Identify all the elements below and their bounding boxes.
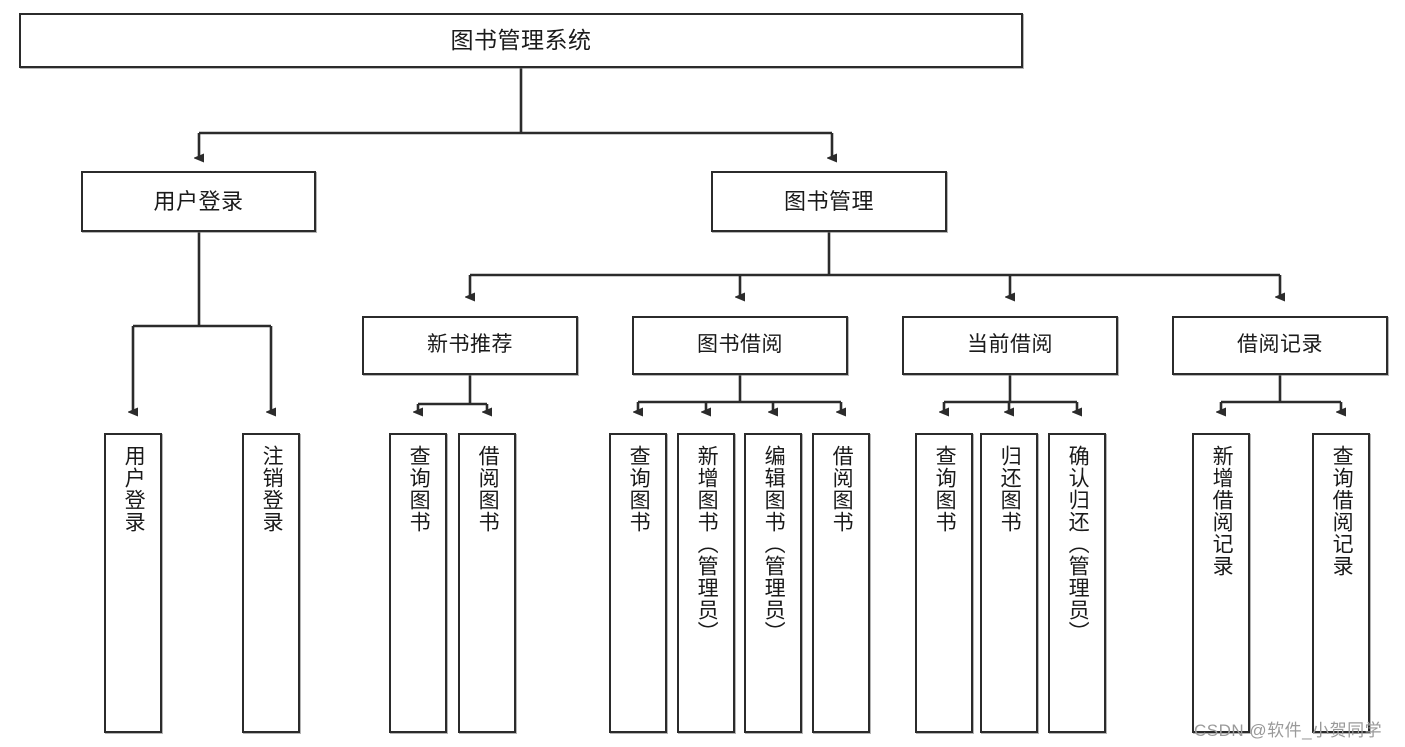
node-label: 图书管理系统 — [450, 27, 592, 54]
leaf-user-login[interactable]: 用户登录 — [104, 433, 162, 733]
leaf-confirm-return-admin[interactable]: 确认归还（管理员） — [1048, 433, 1106, 733]
leaf-add-borrow-record[interactable]: 新增借阅记录 — [1192, 433, 1250, 733]
node-borrow-record[interactable]: 借阅记录 — [1172, 316, 1388, 375]
node-label: 注销登录 — [260, 445, 284, 533]
leaf-return-book[interactable]: 归还图书 — [980, 433, 1038, 733]
node-label: 新增借阅记录 — [1210, 445, 1234, 577]
leaf-query-borrow-record[interactable]: 查询借阅记录 — [1312, 433, 1370, 733]
leaf-query-book-current[interactable]: 查询图书 — [915, 433, 973, 733]
leaf-edit-book-admin[interactable]: 编辑图书（管理员） — [744, 433, 802, 733]
node-label: 用户登录 — [153, 188, 244, 214]
node-label: 借阅记录 — [1237, 333, 1323, 357]
node-label: 查询借阅记录 — [1330, 445, 1354, 577]
watermark-text: CSDN @软件_小贺同学 — [1194, 721, 1383, 740]
node-new-book-recommend[interactable]: 新书推荐 — [362, 316, 578, 375]
node-current-borrow[interactable]: 当前借阅 — [902, 316, 1118, 375]
node-label: 图书借阅 — [697, 333, 783, 357]
node-label: 查询图书 — [933, 445, 957, 533]
leaf-borrow-book-recommend[interactable]: 借阅图书 — [458, 433, 516, 733]
node-label: 借阅图书 — [476, 445, 500, 533]
node-label: 用户登录 — [122, 445, 146, 533]
node-label: 新书推荐 — [427, 333, 513, 357]
node-user-login[interactable]: 用户登录 — [81, 171, 316, 232]
node-label: 确认归还（管理员） — [1066, 445, 1090, 643]
node-book-management[interactable]: 图书管理 — [711, 171, 947, 232]
leaf-query-book-borrow[interactable]: 查询图书 — [609, 433, 667, 733]
node-label: 查询图书 — [407, 445, 431, 533]
node-label: 当前借阅 — [967, 333, 1053, 357]
leaf-add-book-admin[interactable]: 新增图书（管理员） — [677, 433, 735, 733]
node-label: 借阅图书 — [830, 445, 854, 533]
leaf-borrow-book[interactable]: 借阅图书 — [812, 433, 870, 733]
leaf-query-book-recommend[interactable]: 查询图书 — [389, 433, 447, 733]
node-label: 图书管理 — [783, 188, 874, 214]
node-label: 归还图书 — [998, 445, 1022, 533]
node-label: 新增图书（管理员） — [695, 445, 719, 643]
leaf-user-logout[interactable]: 注销登录 — [242, 433, 300, 733]
node-label: 查询图书 — [627, 445, 651, 533]
node-book-borrow[interactable]: 图书借阅 — [632, 316, 848, 375]
node-label: 编辑图书（管理员） — [762, 445, 786, 643]
node-root-system[interactable]: 图书管理系统 — [19, 13, 1023, 68]
